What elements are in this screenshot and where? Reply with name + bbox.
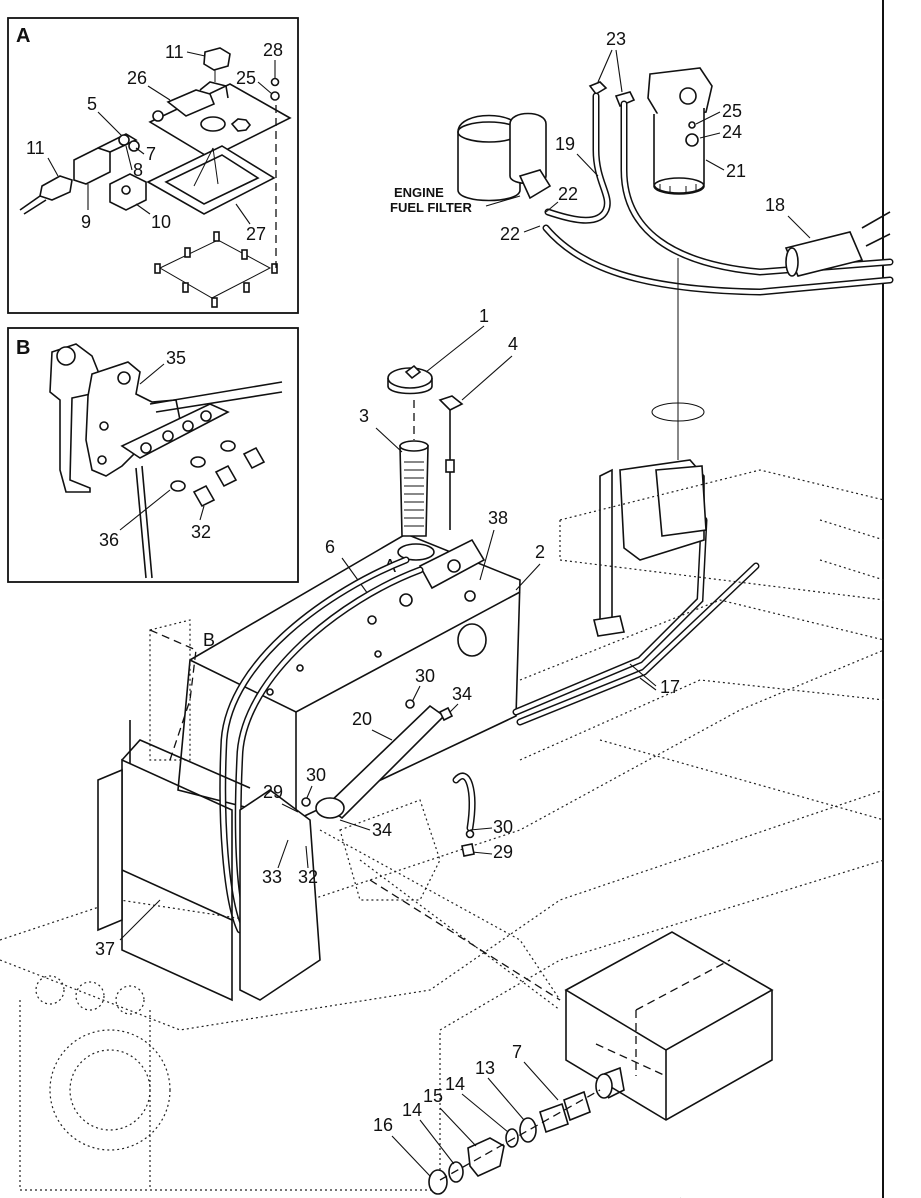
breather-fitting: [203, 47, 231, 71]
inset-a-callouts: 11 28 26 25 5 11 7 8 9 10 27: [26, 40, 283, 244]
callout-5: 5: [87, 94, 97, 114]
callout-11: 11: [165, 42, 184, 62]
drain-assembly: 7 13 14 15 14 16: [369, 879, 774, 1195]
drain-box-top: [564, 931, 774, 1051]
callout-21: 21: [726, 161, 746, 181]
callout-15: 15: [423, 1086, 443, 1106]
fitting-13: [519, 1117, 537, 1143]
callout-30-a: 30: [415, 666, 435, 686]
callout-32: 32: [191, 522, 211, 542]
callout-16: 16: [373, 1115, 393, 1135]
banjo-15: [467, 1137, 505, 1177]
callout-22-lower: 22: [500, 224, 520, 244]
gasket-inner: [164, 154, 260, 205]
callout-23: 23: [606, 29, 626, 49]
inset-a: A: [7, 17, 299, 314]
frame-fasteners: [301, 699, 475, 857]
callout-18: 18: [765, 195, 785, 215]
cover-center-port: [200, 116, 226, 132]
callout-27: 27: [246, 224, 266, 244]
callout-4: 4: [508, 334, 518, 354]
machine-frame: [0, 469, 885, 1191]
callout-30-c: 30: [493, 817, 513, 837]
callout-10: 10: [151, 212, 171, 232]
elbow-fitting: [166, 89, 216, 117]
callout-33: 33: [262, 867, 282, 887]
inset-b-letter: B: [16, 337, 30, 359]
callout-25-filter: 25: [722, 101, 742, 121]
cover-clip: [230, 118, 252, 132]
support-rear-plate: [97, 768, 123, 932]
callout-26: 26: [127, 68, 147, 88]
filler-neck: [397, 543, 435, 561]
callout-14-b: 14: [402, 1100, 422, 1120]
tank-side-port: [457, 623, 487, 657]
main-marker-b: B: [203, 630, 215, 650]
callout-36: 36: [99, 530, 119, 550]
bolt-ring: [158, 239, 272, 299]
bracket-post: [599, 468, 613, 632]
engine-fuel-filter-canister-2: [509, 112, 547, 185]
callout-22-upper: 22: [558, 184, 578, 204]
inset-a-letter: A: [16, 25, 30, 47]
bolt-16: [428, 1169, 448, 1195]
filler-strainer: [399, 445, 429, 537]
callout-28: 28: [263, 40, 283, 60]
fuel-filter-assembly: ENGINE FUEL FILTER 23 25 24: [390, 29, 894, 460]
callout-11-left: 11: [26, 138, 45, 158]
callout-34-b: 34: [372, 820, 392, 840]
support-side-plate: [239, 789, 321, 1001]
callout-32-main: 32: [298, 867, 318, 887]
callout-13: 13: [475, 1058, 495, 1078]
fitting-7: [563, 1090, 591, 1122]
callout-29-b: 29: [493, 842, 513, 862]
level-sender-head: [438, 395, 464, 411]
engine-fuel-filter-caption-2: FUEL FILTER: [390, 200, 472, 215]
callout-14-a: 14: [445, 1074, 465, 1094]
callout-2: 2: [535, 542, 545, 562]
callout-29-a: 29: [263, 782, 283, 802]
engine-fuel-filter-caption-1: ENGINE: [394, 185, 444, 200]
callout-6: 6: [325, 537, 335, 557]
callout-1: 1: [479, 306, 489, 326]
callout-38: 38: [488, 508, 508, 528]
washer-14-b: [448, 1161, 464, 1183]
callout-8: 8: [133, 160, 143, 180]
callout-9: 9: [81, 212, 91, 232]
fuel-tank-group: A 1 4 3 38 2 6: [177, 306, 545, 821]
callout-19: 19: [555, 134, 575, 154]
callout-24: 24: [722, 122, 742, 142]
washer-14-a: [505, 1128, 519, 1148]
filter-mount-bracket: [593, 459, 707, 637]
callout-35: 35: [166, 348, 186, 368]
mount-arm: [49, 343, 101, 493]
callout-37: 37: [95, 939, 115, 959]
callout-3: 3: [359, 406, 369, 426]
callout-25: 25: [236, 68, 256, 88]
callout-20: 20: [352, 709, 372, 729]
callout-30-b: 30: [306, 765, 326, 785]
callout-7: 7: [146, 144, 156, 164]
inset-b: B 35 36 32: [7, 327, 299, 583]
callout-7-drain: 7: [512, 1042, 522, 1062]
callout-34-a: 34: [452, 684, 472, 704]
frame-callouts: 30 34 20 30 29 34 30 29 33 32 37 17: [95, 663, 680, 959]
callout-17: 17: [660, 677, 680, 697]
